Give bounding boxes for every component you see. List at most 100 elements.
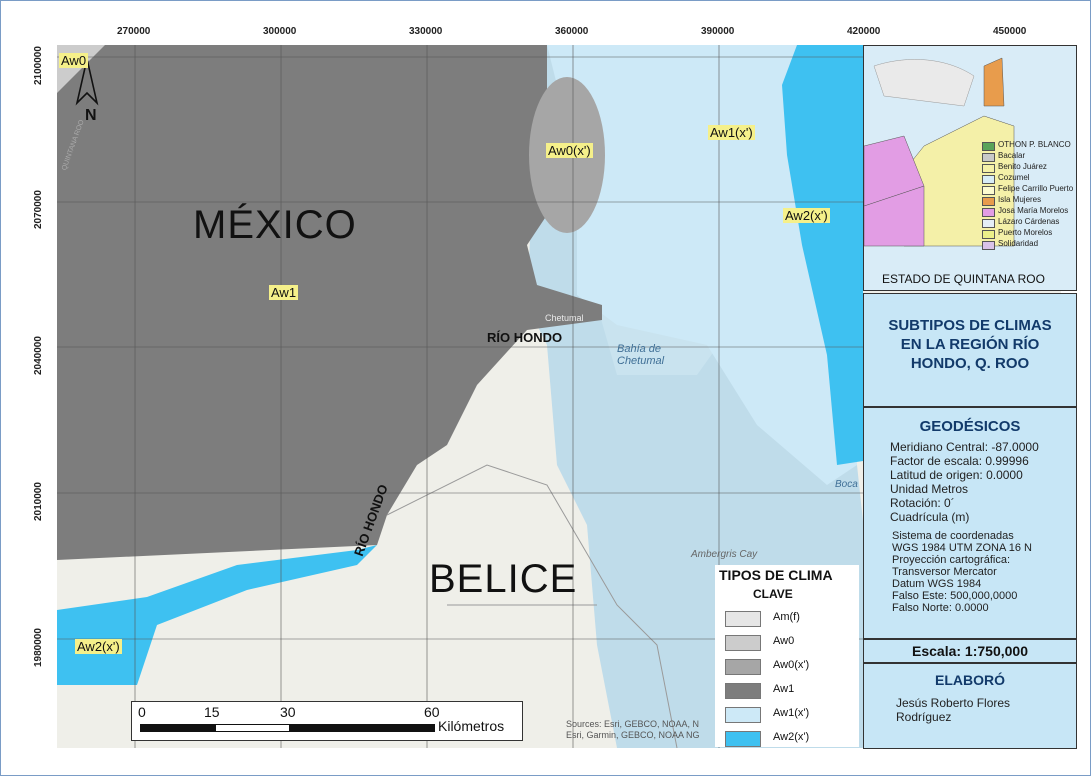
- climate-label: Aw0: [59, 53, 89, 68]
- x-tick-label: 360000: [555, 26, 589, 37]
- x-tick-label: 330000: [409, 26, 443, 37]
- inset-label: Bacalar: [998, 151, 1026, 160]
- inset-label: Solidaridad: [998, 239, 1039, 248]
- inset-swatch: [982, 219, 995, 228]
- legend-label: Aw1: [773, 683, 795, 695]
- legend-swatch: [725, 635, 761, 651]
- basemap-label: Bahía de Chetumal: [617, 343, 665, 367]
- y-tick-label: 1980000: [33, 628, 44, 667]
- geodetic-line: Unidad Metros: [890, 482, 969, 496]
- geodetic-line: Latitud de origen: 0.0000: [890, 468, 1023, 482]
- inset-swatch: [982, 153, 995, 162]
- y-tick-label: 2100000: [33, 46, 44, 85]
- climate-label: Aw1(x'): [708, 125, 755, 140]
- scale-segment: [140, 724, 215, 732]
- scale-panel: Escala: 1:750,000: [863, 639, 1077, 663]
- legend-label: Aw2(x'): [773, 731, 810, 743]
- legend-swatch: [725, 659, 761, 675]
- scale-text: Escala: 1:750,000: [912, 643, 1028, 659]
- scale-tick: 15: [204, 704, 220, 720]
- geodetic-title: GEODÉSICOS: [919, 418, 1021, 435]
- author-panel: ELABORÓ Jesús Roberto Flores Rodríguez: [863, 663, 1077, 749]
- inset-canvas: [864, 57, 1015, 247]
- legend-label: Am(f): [773, 611, 800, 623]
- inset-shape: [873, 59, 975, 107]
- projection-line: Datum WGS 1984: [892, 578, 982, 590]
- inset-swatch: [982, 142, 995, 151]
- title-panel: SUBTIPOS DE CLIMAS EN LA REGIÓN RÍO HOND…: [863, 293, 1077, 407]
- projection-line: Transversor Mercator: [892, 566, 997, 578]
- zone-aw1x: [547, 45, 857, 485]
- scale-segment: [289, 724, 435, 732]
- inset-swatch: [982, 230, 995, 239]
- legend-swatch: [725, 611, 761, 627]
- legend-subtitle: CLAVE: [753, 587, 793, 601]
- inset-label: Cozumel: [998, 173, 1030, 182]
- inset-shape: [864, 135, 925, 207]
- basemap-label: Ambergris Cay: [691, 549, 758, 560]
- climate-label: Aw2(x'): [783, 208, 830, 223]
- geodetic-lines: Meridiano Central: -87.0000 Factor de es…: [890, 440, 1039, 524]
- legend-label: Aw0: [773, 635, 795, 647]
- scale-tick: 60: [424, 704, 440, 720]
- inset-label: Puerto Morelos: [998, 228, 1053, 237]
- legend-swatch: [725, 683, 761, 699]
- x-tick-label: 300000: [263, 26, 297, 37]
- projection-line: Sistema de coordenadas: [892, 530, 1014, 542]
- zone-aw1: [57, 45, 602, 560]
- scale-unit: Kilómetros: [438, 718, 505, 734]
- basemap-label: Chetumal: [545, 313, 584, 323]
- author-name: Jesús Roberto Flores Rodríguez: [896, 696, 1011, 724]
- map-title: SUBTIPOS DE CLIMAS EN LA REGIÓN RÍO HOND…: [888, 317, 1052, 372]
- author-title: ELABORÓ: [935, 672, 1005, 688]
- inset-swatch: [982, 186, 995, 195]
- scale-tick: 30: [280, 704, 296, 720]
- projection-line: WGS 1984 UTM ZONA 16 N: [892, 542, 1032, 554]
- inset-swatch: [982, 175, 995, 184]
- y-tick-label: 2010000: [33, 482, 44, 521]
- climate-label: Aw0(x'): [546, 143, 593, 158]
- inset-label: Isla Mujeres: [998, 195, 1042, 204]
- inset-swatch: [982, 197, 995, 206]
- projection-line: Proyección cartográfica:: [892, 554, 1010, 566]
- inset-title: ESTADO DE QUINTANA ROO: [882, 272, 1045, 286]
- inset-label: OTHON P. BLANCO: [998, 140, 1071, 149]
- inset-swatch: [982, 164, 995, 173]
- inset-label: Benito Juárez: [998, 162, 1047, 171]
- projection-line: Falso Este: 500,000,0000: [892, 590, 1018, 602]
- scale-segment: [215, 724, 290, 732]
- inset-label: Felipe Carrillo Puerto: [998, 184, 1074, 193]
- climate-label: Aw2(x'): [75, 639, 122, 654]
- projection-lines: Sistema de coordenadas WGS 1984 UTM ZONA…: [892, 530, 1032, 614]
- inset-swatch: [982, 241, 995, 250]
- sources-text: Sources: Esri, GEBCO, NOAA, N Esri, Garm…: [566, 719, 700, 740]
- inset-map: OTHON P. BLANCO Bacalar Benito Juárez Co…: [863, 45, 1077, 291]
- inset-shape: [983, 57, 1005, 107]
- zone-aw2x-east: [782, 45, 863, 465]
- legend-swatch: [725, 731, 761, 747]
- legend-swatch: [725, 707, 761, 723]
- climate-label: Aw1: [269, 285, 299, 300]
- basemap-label: Boca: [835, 479, 858, 490]
- inset-label: Lázaro Cárdenas: [998, 217, 1060, 226]
- climate-legend: TIPOS DE CLIMA CLAVE Am(f) Aw0 Aw0(x') A…: [715, 565, 859, 747]
- geodetic-line: Rotación: 0´: [890, 496, 955, 510]
- river-label: RÍO HONDO: [487, 330, 563, 345]
- x-tick-label: 390000: [701, 26, 735, 37]
- y-tick-label: 2040000: [33, 336, 44, 375]
- north-arrow-label: N: [85, 107, 97, 124]
- x-tick-label: 450000: [993, 26, 1027, 37]
- inset-label: Josa María Morelos: [998, 206, 1069, 215]
- geodetic-line: Factor de escala: 0.99996: [890, 454, 1029, 468]
- geodetic-panel: GEODÉSICOS Meridiano Central: -87.0000 F…: [863, 407, 1077, 639]
- geodetic-line: Cuadrícula (m): [890, 510, 970, 524]
- geodetic-line: Meridiano Central: -87.0000: [890, 440, 1039, 454]
- legend-label: Aw1(x'): [773, 707, 810, 719]
- projection-line: Falso Norte: 0.0000: [892, 602, 989, 614]
- legend-title: TIPOS DE CLIMA: [719, 567, 833, 583]
- zone-aw2x-south: [57, 545, 377, 685]
- country-label-belice: BELICE: [429, 557, 578, 601]
- scale-tick: 0: [138, 704, 146, 720]
- legend-label: Aw0(x'): [773, 659, 810, 671]
